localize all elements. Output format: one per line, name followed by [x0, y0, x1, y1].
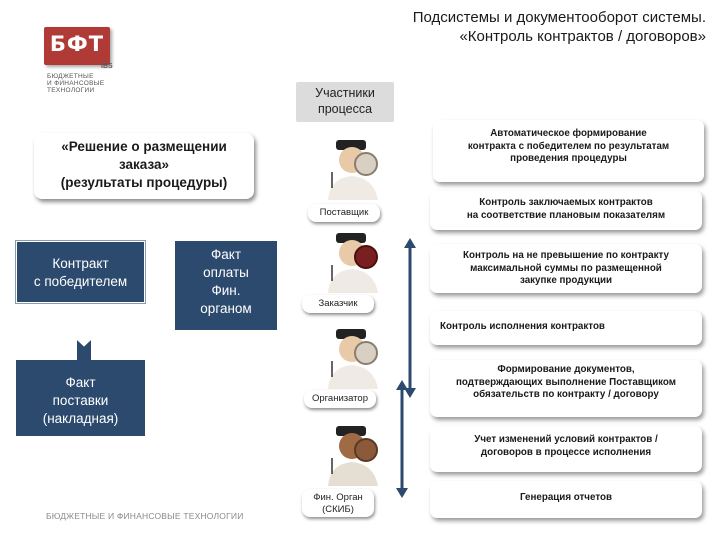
- participants-header: Участники процесса: [296, 82, 394, 122]
- payment-line-2: оплаты: [203, 265, 249, 280]
- slide-title: Подсистемы и документооборот системы. «К…: [413, 8, 706, 46]
- up-arrow-icon: [77, 340, 91, 362]
- function-reports: Генерация отчетов: [430, 481, 702, 518]
- role-fin-line-2: (СКИБ): [322, 504, 354, 515]
- role-fin-line-1: Фин. Орган: [313, 492, 363, 503]
- f5-line-1: Формирование документов,: [497, 364, 635, 375]
- f2-line-2: на соответствие плановым показателям: [466, 209, 666, 221]
- role-customer: Заказчик: [302, 295, 374, 313]
- contract-line-2: с победителем: [33, 274, 128, 289]
- footer-company: БЮДЖЕТНЫЕ И ФИНАНСОВЫЕ ТЕХНОЛОГИИ: [46, 511, 244, 521]
- delivery-line-2: поставки: [52, 393, 109, 408]
- participants-line-2: процесса: [317, 102, 373, 116]
- f1-line-3: проведения процедуры: [510, 153, 627, 164]
- role-supplier: Поставщик: [308, 204, 380, 222]
- f1-line-1: Автоматическое формирование: [490, 128, 647, 139]
- payment-line-4: органом: [200, 301, 252, 316]
- person-phone-icon: [328, 329, 378, 389]
- contract-box: Контракт с победителем: [15, 240, 146, 304]
- up-down-arrow-icon: [396, 380, 408, 498]
- function-documents: Формирование документов, подтверждающих …: [430, 360, 702, 417]
- f6-line-2: договоров в процессе исполнения: [480, 446, 652, 458]
- person-phone-icon: [328, 140, 378, 200]
- logo-sub-3: ТЕХНОЛОГИИ: [47, 87, 95, 94]
- f5-line-3: обязательств по контракту / договору: [473, 389, 659, 400]
- role-organizer: Организатор: [304, 390, 376, 408]
- up-down-arrow-icon: [404, 238, 416, 398]
- f1-line-2: контракта с победителем по результатам: [467, 140, 670, 152]
- person-phone-icon: [328, 233, 378, 293]
- function-auto-contract: Автоматическое формирование контракта с …: [433, 120, 704, 182]
- delivery-box: Факт поставки (накладная): [16, 360, 145, 436]
- participants-line-1: Участники: [315, 86, 375, 100]
- payment-line-3: Фин.: [211, 283, 241, 298]
- payment-line-1: Факт: [210, 247, 241, 262]
- f6-line-1: Учет изменений условий контрактов /: [474, 434, 658, 445]
- logo-sub-2: И ФИНАНСОВЫЕ: [47, 80, 105, 87]
- delivery-line-1: Факт: [65, 375, 96, 390]
- payment-box: Факт оплаты Фин. органом: [175, 241, 277, 330]
- title-line-2: «Контроль контрактов / договоров»: [459, 28, 706, 45]
- function-changes-accounting: Учет изменений условий контрактов / дого…: [430, 426, 702, 472]
- logo-mark: БФТ: [49, 32, 105, 56]
- function-plan-control: Контроль заключаемых контрактов на соотв…: [430, 191, 702, 230]
- f3-line-2: максимальной суммы по размещенной: [470, 262, 662, 274]
- role-fin-organ: Фин. Орган (СКИБ): [302, 489, 374, 517]
- delivery-line-3: (накладная): [42, 411, 119, 426]
- function-execution-control: Контроль исполнения контрактов: [430, 311, 702, 345]
- decision-line-3: (результаты процедуры): [60, 175, 228, 190]
- f3-line-1: Контроль на не превышение по контракту: [463, 250, 669, 261]
- person-phone-icon: [328, 426, 378, 486]
- decision-box: «Решение о размещении заказа» (результат…: [34, 133, 254, 199]
- contract-line-1: Контракт: [52, 256, 109, 271]
- f3-line-3: закупке продукции: [519, 275, 613, 286]
- logo-ibs: IBS: [101, 63, 113, 70]
- f5-line-2: подтверждающих выполнение Поставщиком: [456, 376, 676, 388]
- title-line-1: Подсистемы и документооборот системы.: [412, 9, 706, 26]
- f2-line-1: Контроль заключаемых контрактов: [479, 197, 653, 208]
- bft-logo: БФТ: [44, 27, 110, 65]
- logo-subtitle: БЮДЖЕТНЫЕ И ФИНАНСОВЫЕ ТЕХНОЛОГИИ: [47, 73, 104, 94]
- decision-line-2: заказа»: [118, 157, 170, 172]
- logo-sub-1: БЮДЖЕТНЫЕ: [47, 73, 94, 80]
- decision-line-1: «Решение о размещении: [61, 139, 227, 154]
- function-max-sum-control: Контроль на не превышение по контракту м…: [430, 244, 702, 293]
